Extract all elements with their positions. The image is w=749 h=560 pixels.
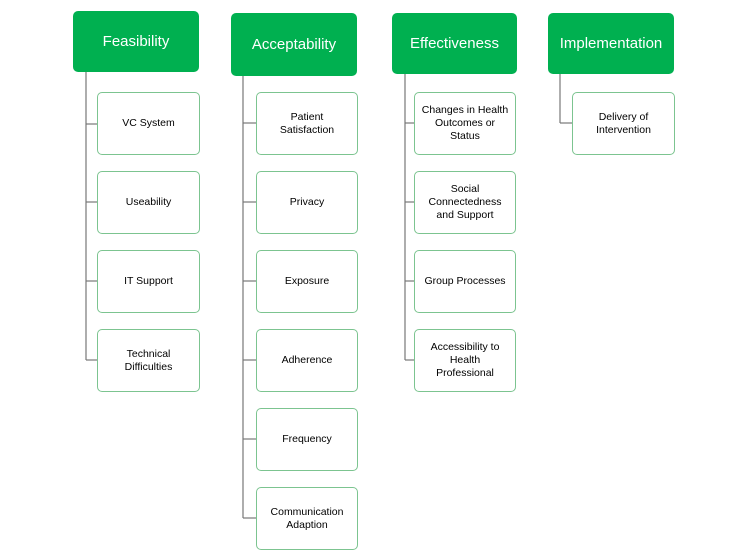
item-frequency: Frequency (256, 408, 358, 471)
column-header-acceptability: Acceptability (231, 13, 357, 76)
item-useability: Useability (97, 171, 200, 234)
column-header-implementation: Implementation (548, 13, 674, 74)
item-group-processes: Group Processes (414, 250, 516, 313)
column-header-effectiveness: Effectiveness (392, 13, 517, 74)
item-exposure: Exposure (256, 250, 358, 313)
item-social-connectedness: Social Connectedness and Support (414, 171, 516, 234)
item-communication-adaption: Communication Adaption (256, 487, 358, 550)
column-header-feasibility: Feasibility (73, 11, 199, 72)
item-privacy: Privacy (256, 171, 358, 234)
item-changes-in-health-outcomes: Changes in Health Outcomes or Status (414, 92, 516, 155)
item-it-support: IT Support (97, 250, 200, 313)
item-delivery-of-intervention: Delivery of Intervention (572, 92, 675, 155)
item-patient-satisfaction: Patient Satisfaction (256, 92, 358, 155)
item-technical-difficulties: Technical Difficulties (97, 329, 200, 392)
item-vc-system: VC System (97, 92, 200, 155)
item-adherence: Adherence (256, 329, 358, 392)
item-accessibility-to-health-professional: Accessibility to Health Professional (414, 329, 516, 392)
